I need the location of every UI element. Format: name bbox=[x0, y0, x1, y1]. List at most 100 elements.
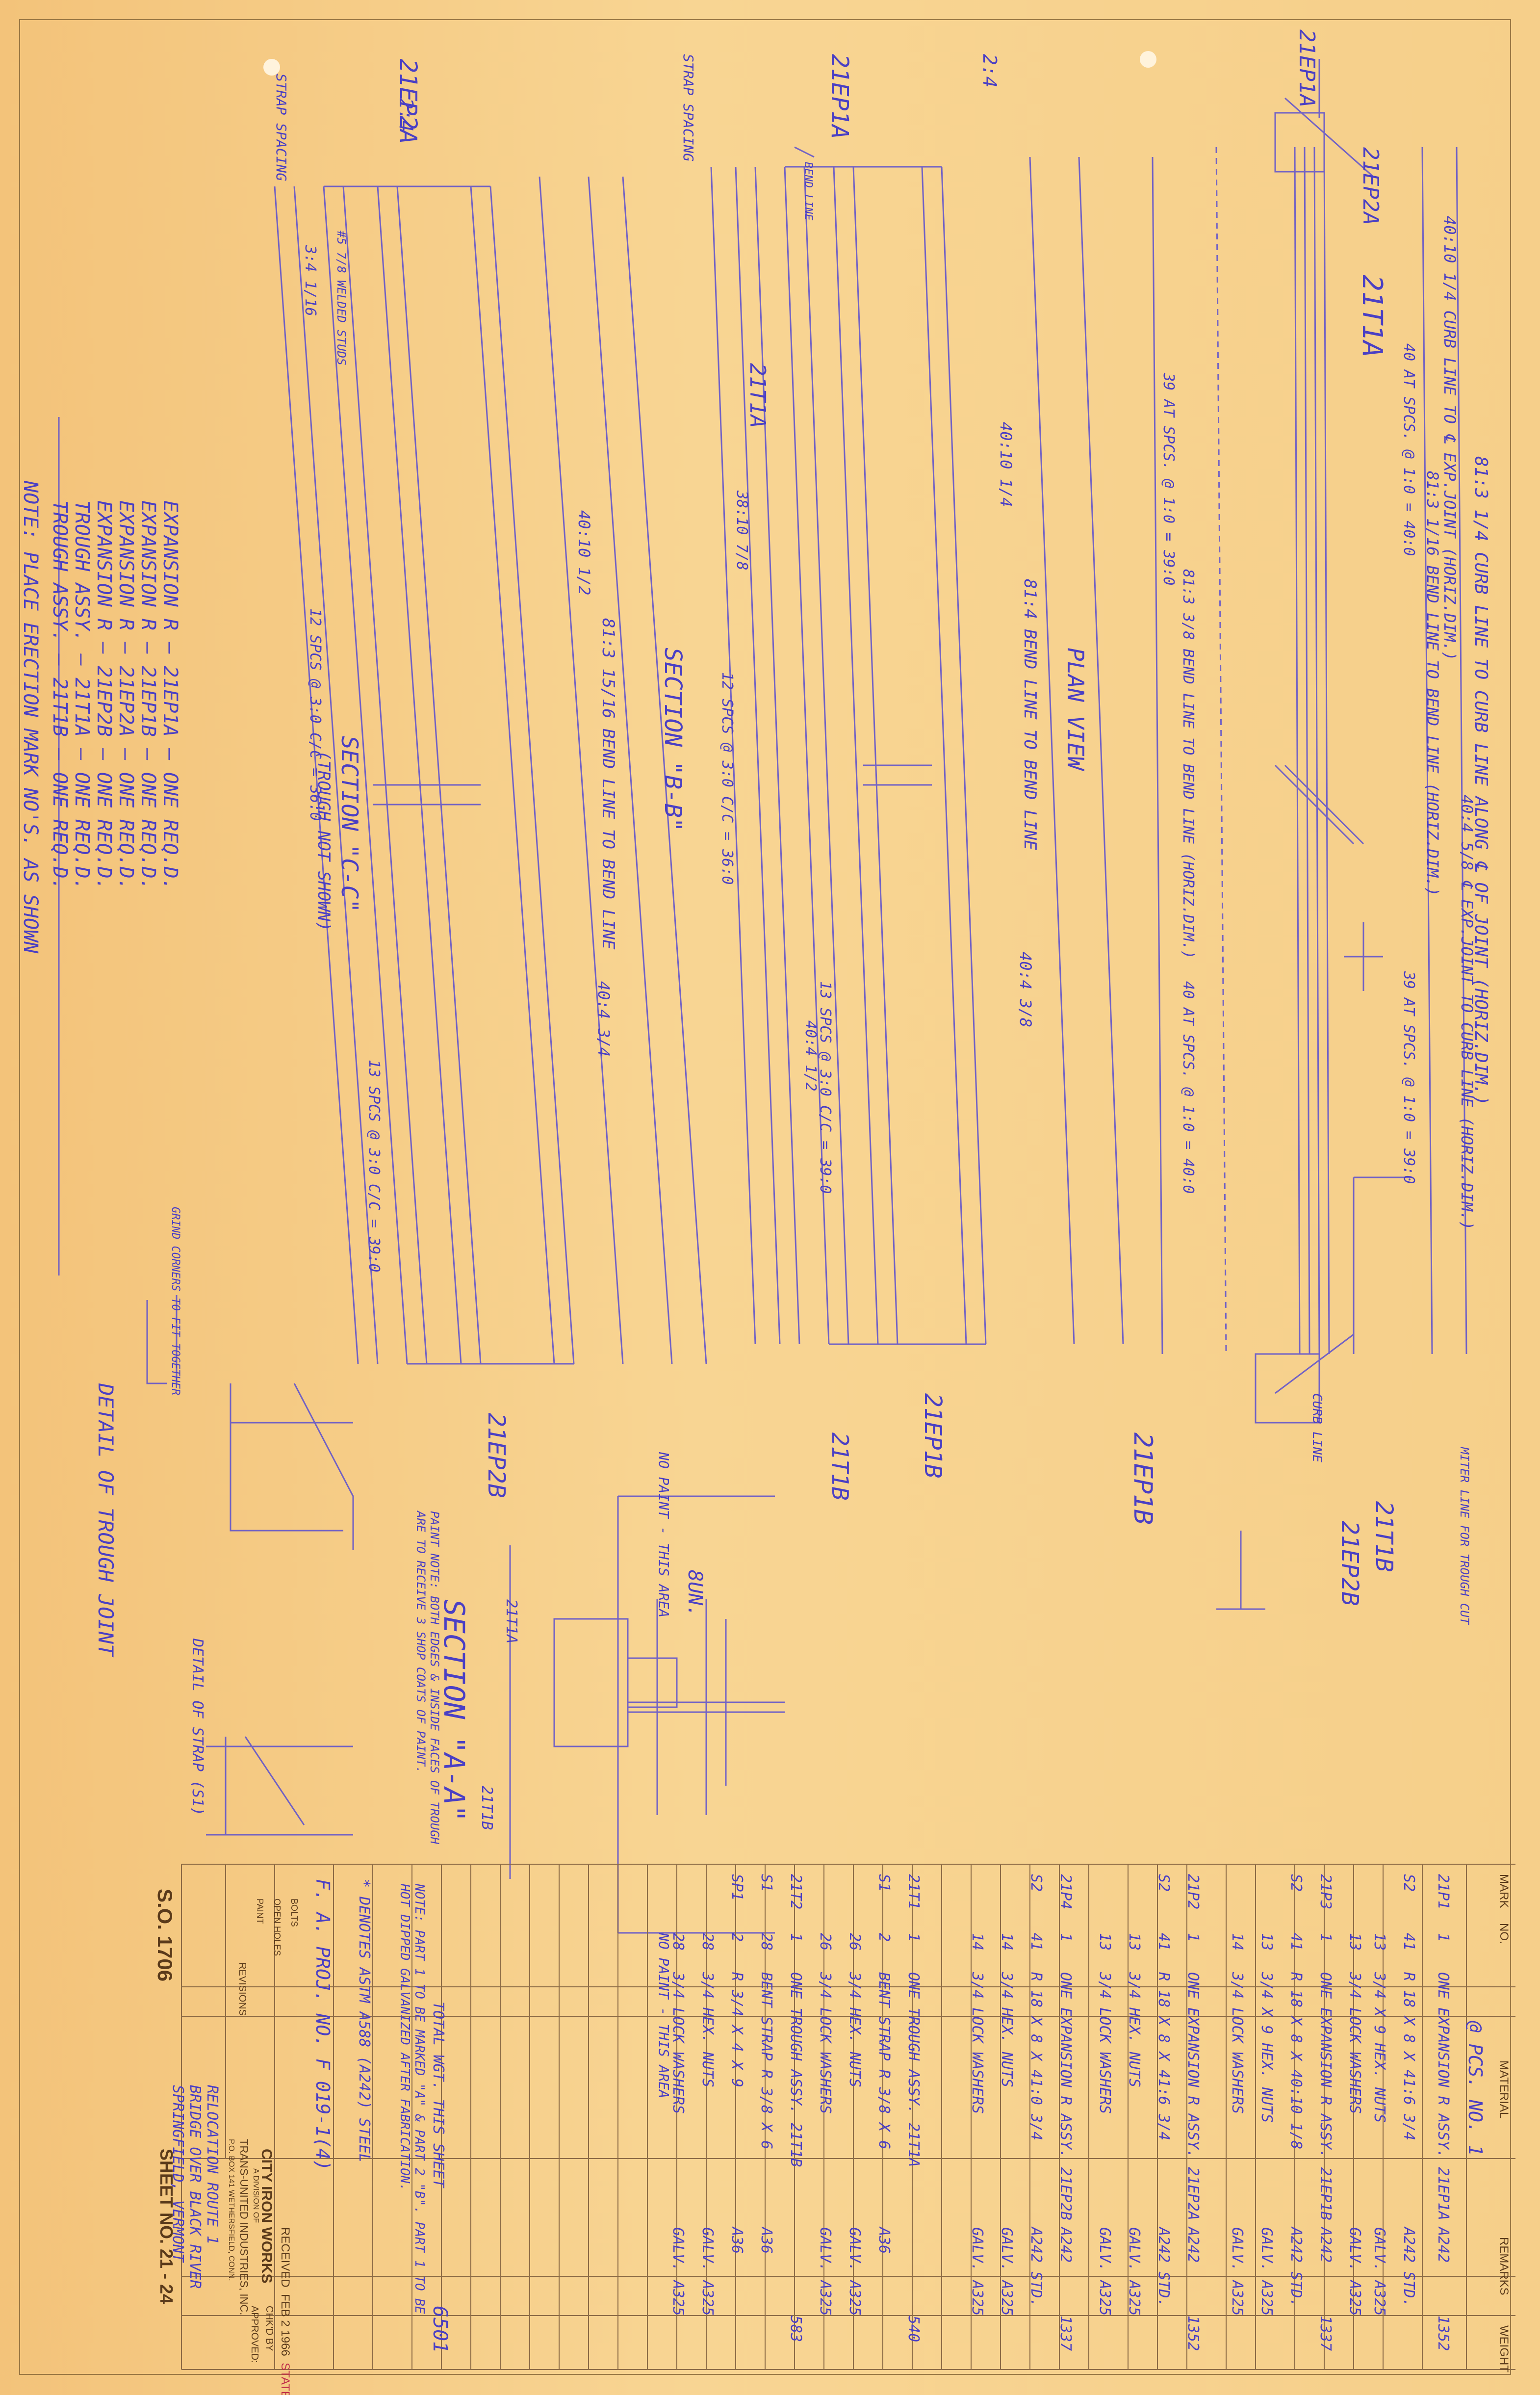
bom-mark: 21P1 bbox=[1435, 1874, 1452, 1910]
received-stamp: RECEIVED FEB 2 1966 STATE CHK. bbox=[278, 2227, 292, 2395]
plan-view-lines bbox=[1153, 59, 1466, 1609]
paint-label: PAINT bbox=[255, 1899, 265, 1924]
erection-mark: 21EP1B bbox=[137, 666, 159, 737]
bom-material: 3/4 X 9 HEX. NUTS bbox=[1258, 1972, 1275, 2123]
bom-weight: 583 bbox=[787, 2316, 804, 2343]
table-row: S128BENT STRAP R 3/8 X 6A36 bbox=[758, 1874, 775, 2316]
bom-header-row: @ PCS. NO. 1 bbox=[1464, 2021, 1486, 2156]
erection-name: EXPANSION R bbox=[115, 500, 137, 630]
section-cc-lines bbox=[275, 177, 706, 1364]
table-row: S241R 18 X 8 X 40:10 1/8A242 STD. bbox=[1287, 1874, 1305, 2316]
bom-material: 3/4 LOCK WASHERS bbox=[1096, 1972, 1113, 2114]
table-row: 21P21ONE EXPANSION R ASSY. 21EP2AA242135… bbox=[1184, 1874, 1202, 2351]
mark-ep1b-plan: 21EP1B bbox=[1128, 1432, 1157, 1525]
bom-mark: S2 bbox=[1287, 1874, 1305, 1892]
s1-detail-title: DETAIL OF STRAP (S1) bbox=[189, 1639, 206, 1816]
table-row: 133/4 X 9 HEX. NUTSGALV. A325 bbox=[1371, 1874, 1388, 2316]
bom-remarks: A36 bbox=[728, 2227, 745, 2254]
bom-header-mark: MARK bbox=[1497, 1874, 1511, 1908]
bom-material: 3/4 LOCK WASHERS bbox=[669, 1972, 687, 2114]
bom-total-label: TOTAL WGT. THIS SHEET bbox=[430, 2002, 447, 2188]
approved-label: APPROVED: bbox=[249, 2306, 260, 2363]
note-project: F. A. PROJ. NO. F 019-1(4) bbox=[312, 1879, 334, 2171]
bb-dim-4: 12 SPCS @ 3:0 C/C = 36:0 bbox=[719, 672, 736, 885]
section-bb-lines bbox=[711, 147, 1123, 1344]
bom-no: 41 bbox=[1287, 1933, 1305, 1951]
bb-dim-5: 38:10 7/8 bbox=[733, 491, 750, 571]
bom-remarks: GALV. A325 bbox=[1258, 2227, 1275, 2316]
bb-dim-2: 40:4 3/8 bbox=[1016, 952, 1035, 1028]
bom-no: 13 bbox=[1096, 1933, 1113, 1951]
cc-dim-bend: 81:3 15/16 BEND LINE TO BEND LINE bbox=[598, 618, 618, 950]
trough-joint-title: DETAIL OF TROUGH JOINT bbox=[94, 1383, 118, 1657]
erection-mark: 21T1B bbox=[49, 677, 71, 737]
erection-name: TROUGH ASSY. bbox=[71, 500, 93, 642]
bb-dim-1: 40:10 1/4 bbox=[997, 422, 1015, 507]
bom-remarks: A242 bbox=[1435, 2227, 1452, 2263]
table-row: S241R 18 X 8 X 41:6 3/4A242 STD. bbox=[1155, 1874, 1172, 2316]
bom-mark: S2 bbox=[1155, 1874, 1172, 1892]
bb-strap-spacing: STRAP SPACING bbox=[680, 54, 696, 162]
bom-material: ONE TROUGH ASSY. 21T1A bbox=[905, 1972, 922, 2167]
bom-no: 13 bbox=[1371, 1933, 1388, 1951]
aa-mark-t1a: 21T1A bbox=[503, 1599, 520, 1644]
bom-remarks: A242 bbox=[1184, 2227, 1202, 2263]
erection-row: EXPANSION R — 21EP1B — ONE REQ.D. bbox=[137, 500, 159, 890]
erection-row: EXPANSION R — 21EP1A — ONE REQ.D. bbox=[159, 500, 181, 890]
table-row: 21P31ONE EXPANSION R ASSY. 21EP1BA242133… bbox=[1317, 1874, 1334, 2351]
bom-no: 1 bbox=[1435, 1933, 1452, 1942]
bom-no: 1 bbox=[787, 1933, 804, 1942]
bom-remarks: A36 bbox=[758, 2227, 775, 2254]
trough-joint-lines bbox=[59, 417, 353, 1835]
bom-weight: 1352 bbox=[1184, 2316, 1202, 2351]
table-row: 133/4 HEX. NUTSGALV. A325 bbox=[1126, 1874, 1143, 2316]
bb-dim-24: 2:4 bbox=[979, 54, 1001, 88]
bom-mark: 21T2 bbox=[787, 1874, 804, 1910]
bom-no: 1 bbox=[1184, 1933, 1202, 1942]
bom-no: 13 bbox=[1346, 1933, 1363, 1951]
bom-material: ONE EXPANSION R ASSY. 21EP2B bbox=[1057, 1972, 1074, 2220]
erection-req: ONE REQ.D. bbox=[71, 772, 93, 890]
bb-dim-bend: 81:4 BEND LINE TO BEND LINE bbox=[1020, 579, 1040, 850]
bom-remarks: A36 bbox=[875, 2227, 893, 2254]
erection-name: TROUGH ASSY. bbox=[49, 500, 71, 642]
table-row: S12BENT STRAP R 3/8 X 6A36 bbox=[875, 1874, 893, 2316]
cc-dim-2: 40:4 3/4 bbox=[594, 981, 613, 1057]
table-row: 143/4 LOCK WASHERSGALV. A325 bbox=[1229, 1874, 1246, 2316]
mark-t1a-plan: 21T1A bbox=[1356, 275, 1388, 358]
erection-row: TROUGH ASSY. — 21T1B — ONE REQ.D. bbox=[49, 500, 71, 890]
bom-header-no: NO. bbox=[1497, 1923, 1511, 1944]
bom-material: 3/4 HEX. NUTS bbox=[699, 1972, 716, 2087]
bom-no: 41 bbox=[1155, 1933, 1172, 1951]
bom-remarks: GALV. A325 bbox=[1126, 2227, 1143, 2316]
bom-remarks: GALV. A325 bbox=[699, 2227, 716, 2316]
bom-material: 3/4 X 9 HEX. NUTS bbox=[1371, 1972, 1388, 2123]
bom-mark: S1 bbox=[758, 1874, 775, 1892]
erection-req: ONE REQ.D. bbox=[93, 772, 115, 890]
plan-dim-curb-expjoint: 40:10 1/4 CURB LINE TO ℄ EXP.JOINT (HORI… bbox=[1440, 216, 1459, 661]
bolts-label: BOLTS bbox=[289, 1899, 299, 1927]
curb-line-label: CURB LINE bbox=[1309, 1393, 1324, 1462]
bom-remarks: A242 STD. bbox=[1027, 2227, 1045, 2307]
bom-no: 28 bbox=[758, 1933, 775, 1951]
plan-dim-expjoint-curb: 40:4 5/8 ℄ EXP.JOINT TO CURB LINE (HORIZ… bbox=[1458, 795, 1476, 1230]
bom-material: ONE TROUGH ASSY. 21T1B bbox=[787, 1972, 804, 2167]
company-name: CITY IRON WORKS bbox=[258, 2149, 275, 2284]
plan-view-title: PLAN VIEW bbox=[1062, 648, 1089, 770]
bom-remarks: GALV. A325 bbox=[817, 2227, 834, 2316]
bom-no: 2 bbox=[875, 1933, 893, 1942]
eight-un-label: 8UN. bbox=[684, 1570, 706, 1617]
company-division: A DIVISION OF bbox=[252, 2168, 260, 2223]
bom-no: 13 bbox=[1258, 1933, 1275, 1951]
checked-by-label: CHK'D BY bbox=[264, 2306, 275, 2351]
erection-name: EXPANSION R bbox=[159, 500, 181, 630]
bom-no: 26 bbox=[817, 1933, 834, 1951]
cc-welded-studs: #5 7/8 WELDED STUDS bbox=[334, 231, 348, 365]
erection-note: NOTE: PLACE ERECTION MARK NO'S. AS SHOWN bbox=[19, 481, 42, 954]
bom-remarks: GALV. A325 bbox=[846, 2227, 863, 2316]
bom-weight: 1337 bbox=[1057, 2316, 1074, 2351]
table-row: 21T2 1ONE TROUGH ASSY. 21T1B 583 bbox=[787, 1874, 804, 2342]
bom-header-remarks: REMARKS bbox=[1497, 2237, 1511, 2295]
erection-req: ONE REQ.D. bbox=[115, 772, 137, 890]
